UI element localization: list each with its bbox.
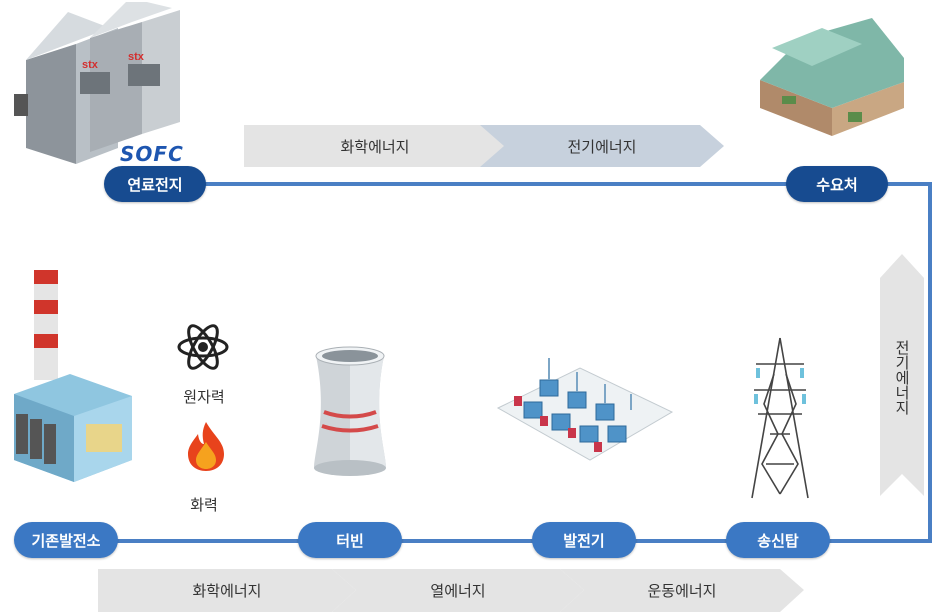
transmission-tower-illustration	[751, 337, 809, 499]
flame-icon	[188, 422, 224, 471]
power-plant-illustration	[14, 270, 132, 482]
top-arrow-chemical-label: 화학에너지	[340, 137, 410, 156]
node-existing-plant: 기존발전소	[14, 522, 118, 558]
nuclear-label: 원자력	[183, 388, 225, 406]
top-arrow-electric: 전기에너지	[480, 125, 724, 167]
consumer-building-illustration	[760, 18, 904, 136]
bottom-arrow-heat: 열에너지	[332, 569, 584, 612]
node-generator: 발전기	[532, 522, 636, 558]
generator-field-illustration	[496, 358, 674, 461]
bottom-arrow-kinetic-label: 운동에너지	[647, 582, 717, 600]
top-arrow-chemical: 화학에너지	[244, 125, 506, 167]
node-consumer: 수요처	[786, 166, 888, 202]
stx-logo-right: stx	[128, 51, 145, 63]
top-arrow-electric-label: 전기에너지	[567, 137, 637, 156]
sofc-logo: SOFC	[120, 142, 184, 166]
atom-icon	[177, 324, 229, 370]
node-fuel-cell: 연료전지	[104, 166, 206, 202]
thermal-label: 화력	[190, 496, 218, 514]
fuel-cell-illustration: stx stx	[14, 2, 180, 164]
node-turbine: 터빈	[298, 522, 402, 558]
bottom-arrow-kinetic: 운동에너지	[560, 569, 804, 612]
bottom-arrow-chemical: 화학에너지	[98, 569, 356, 612]
side-arrow-electric-label: 전기에너지	[893, 340, 911, 415]
bottom-arrow-chemical-label: 화학에너지	[192, 582, 262, 600]
node-pylon: 송신탑	[726, 522, 830, 558]
bottom-arrow-heat-label: 열에너지	[430, 582, 486, 600]
stx-logo-left: stx	[82, 59, 99, 71]
cooling-tower-illustration	[314, 346, 386, 476]
side-arrow-electric: 전기에너지	[880, 254, 924, 496]
